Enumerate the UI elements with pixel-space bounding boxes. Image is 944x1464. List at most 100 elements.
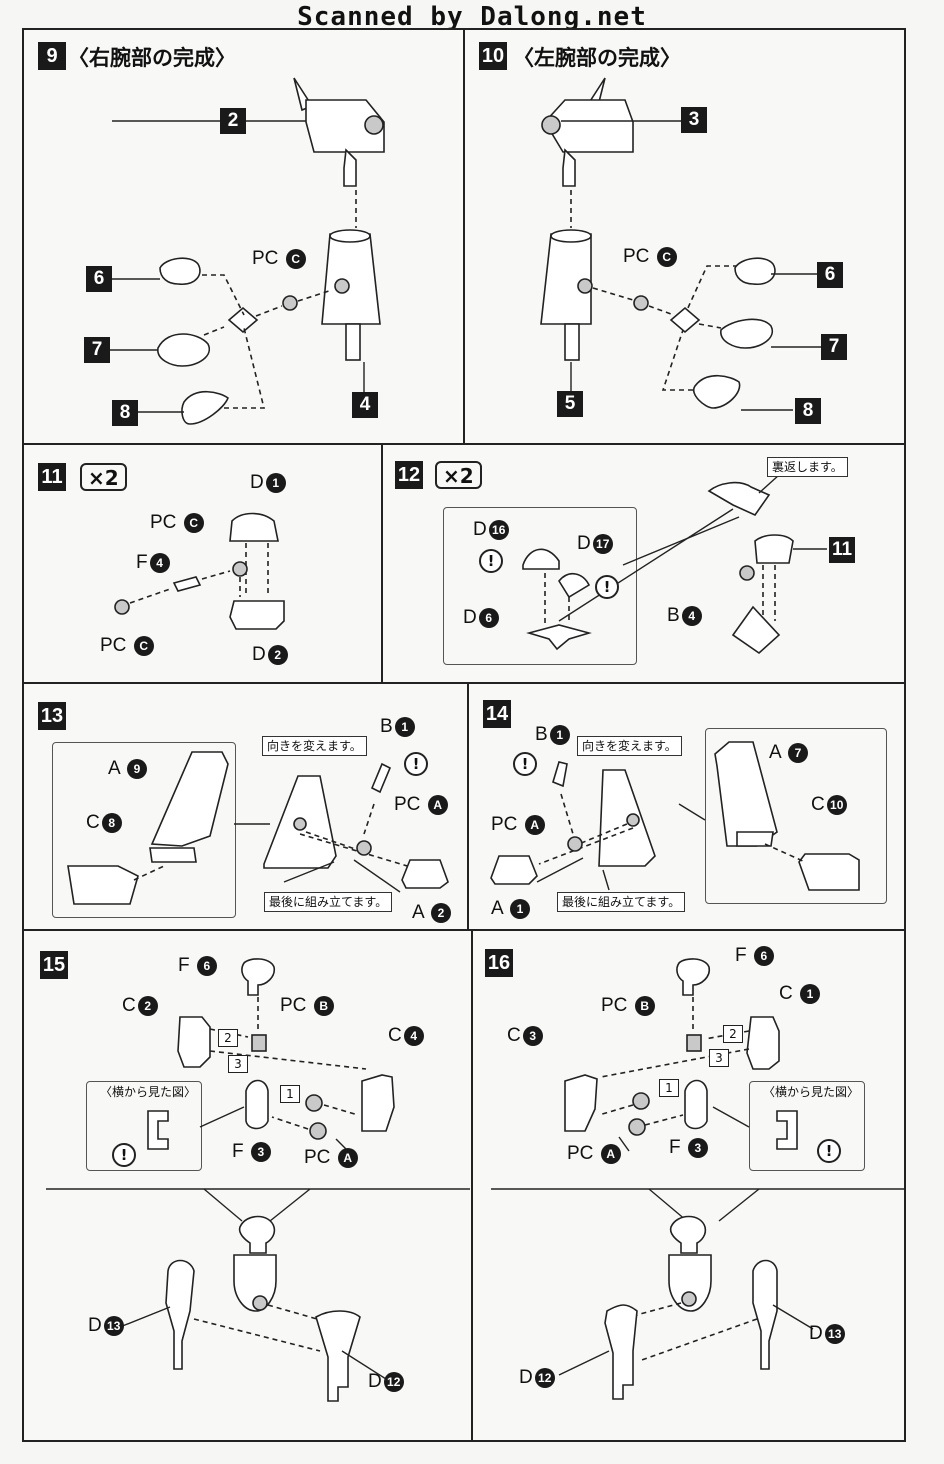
note-reorient: 向きを変えます。 [577,736,682,756]
runner-text: F [136,552,148,573]
runner-text: C [388,1025,402,1046]
step-14-diagram [490,741,860,891]
part-8: 8 [795,398,821,424]
detail-subpanel [52,742,236,918]
pc-text: PC [280,995,307,1016]
number-circle: 6 [196,956,217,976]
label-pc-a: PC A [491,814,545,836]
label-pc-b: PC B [601,995,655,1017]
pc-text: PC [394,794,421,815]
runner-text: D [252,644,266,665]
part-4: 4 [352,392,378,418]
runner-a-icon: A [337,1148,358,1168]
step-title: 〈右腕部の完成〉 [68,46,236,70]
runner-text: D [88,1315,102,1336]
number-circle: 4 [403,1026,424,1046]
label-f6: F 6 [735,945,774,967]
exclamation-warning-icon: ! [817,1139,841,1163]
pc-text: PC [252,248,279,269]
pc-text: PC [100,635,127,656]
order-2-badge: 2 [218,1029,238,1047]
number-circle: 4 [681,606,702,626]
exclamation-warning-icon: ! [595,575,619,599]
order-3-badge: 3 [228,1055,248,1073]
runner-text: D [473,519,487,540]
number-circle: 13 [103,1316,124,1336]
runner-text: D [368,1371,382,1392]
label-c1: C 1 [779,983,821,1005]
step-15-diagram [46,958,470,1402]
step-number: 11 [38,463,66,491]
label-pc-a: PC A [567,1143,621,1165]
number-circle: 1 [549,725,570,745]
note-last: 最後に組み立てます。 [557,892,686,912]
pc-text: PC [491,814,518,835]
quantity-badge: ×2 [80,463,127,491]
note-side-view: 〈横から見た図〉 [763,1085,860,1099]
step-title: 〈左腕部の完成〉 [513,46,681,70]
label-pc-c-top: PC C [150,512,204,534]
detail-subpanel [443,507,637,665]
label-a9: A 9 [108,758,147,780]
part-5: 5 [557,391,583,417]
step-number: 12 [395,461,423,489]
part-6: 6 [817,262,843,288]
number-circle: 8 [101,813,122,833]
detail-subpanel [705,728,887,904]
part-7: 7 [84,337,110,363]
scan-watermark: Scanned by Dalong.net [297,2,647,32]
step-number: 14 [483,700,511,728]
runner-text: D [577,533,591,554]
pc-c-label: PC C [252,248,306,270]
runner-text: F [178,955,190,976]
side-view-subpanel [749,1081,865,1171]
number-circle: 3 [522,1026,543,1046]
number-circle: 9 [126,759,147,779]
number-circle: 17 [592,534,613,554]
runner-text: C [122,995,136,1016]
label-pc-a: PC A [304,1147,358,1169]
step-13-diagram [67,751,449,905]
number-circle: 12 [383,1372,404,1392]
runner-a-icon: A [427,795,448,815]
exclamation-warning-icon: ! [513,752,537,776]
runner-text: D [519,1367,533,1388]
number-circle: 3 [687,1138,708,1158]
note-last: 最後に組み立てます。 [264,892,393,912]
note-flip: 裏返します。 [767,457,848,477]
runner-text: A [412,902,424,923]
step-11-diagram [114,512,285,630]
runner-c-icon: C [285,249,306,269]
runner-text: B [535,724,548,745]
pc-text: PC [150,512,177,533]
left-arm-diagram [540,77,821,411]
step-number: 10 [479,42,507,70]
pc-text: PC [601,995,628,1016]
order-2-badge: 2 [723,1025,743,1043]
step-number: 16 [485,949,513,977]
part-7: 7 [821,334,847,360]
exclamation-warning-icon: ! [404,752,428,776]
pc-c-label: PC C [623,246,677,268]
number-circle: 10 [826,795,847,815]
step-10-panel: 10 〈左腕部の完成〉 3 6 7 8 5 PC C [463,28,906,445]
label-pc-a: PC A [394,794,448,816]
step-number: 15 [40,951,68,979]
runner-text: B [667,605,680,626]
runner-text: D [463,607,477,628]
step-12-diagram [522,474,827,655]
number-circle: 6 [478,608,499,628]
